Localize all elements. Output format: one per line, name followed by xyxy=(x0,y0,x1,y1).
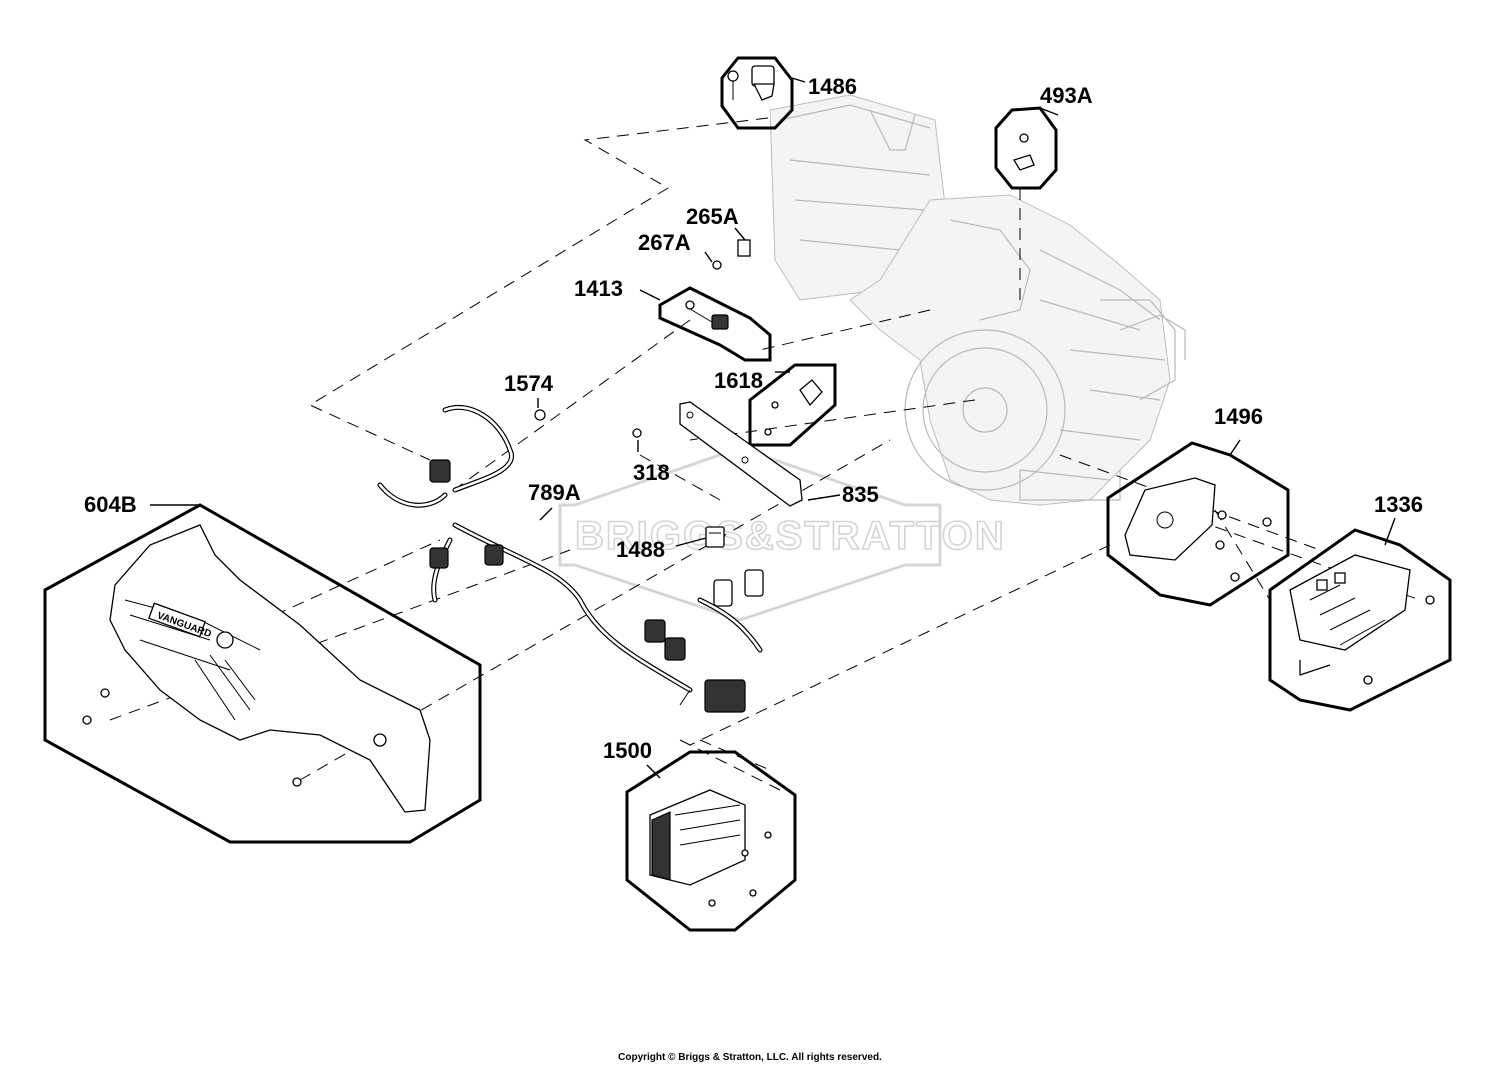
callout-835: 835 xyxy=(842,482,879,507)
part-604B-cover: VANGUARD xyxy=(43,503,482,844)
engine-ghost xyxy=(769,94,1186,506)
callout-318: 318 xyxy=(633,460,670,485)
callout-1496: 1496 xyxy=(1214,404,1263,429)
callout-493A: 493A xyxy=(1040,83,1093,108)
callout-1500: 1500 xyxy=(603,738,652,763)
callout-265A: 265A xyxy=(686,204,739,229)
callout-267A: 267A xyxy=(638,230,691,255)
leader-lines xyxy=(150,77,1396,779)
part-1500-ecu xyxy=(625,750,797,932)
part-835-bracket xyxy=(632,401,803,507)
callout-789A: 789A xyxy=(528,480,581,505)
watermark: BRIGGS&STRATTON xyxy=(558,446,1006,622)
callout-labels: 1486 493A 265A 267A 1413 1574 1618 318 7… xyxy=(84,74,1423,763)
part-1496-plate xyxy=(1106,441,1290,607)
part-1488-connector xyxy=(705,526,725,548)
part-1413-sensor xyxy=(658,286,772,362)
watermark-text: BRIGGS&STRATTON xyxy=(575,514,1006,558)
part-1574-nut xyxy=(534,409,546,421)
part-1486-sensor xyxy=(720,56,794,130)
callout-1574: 1574 xyxy=(504,371,554,396)
part-265A-267A xyxy=(712,239,751,270)
part-789A-harness xyxy=(377,404,764,713)
part-1336-shield xyxy=(1268,528,1452,712)
callout-1413: 1413 xyxy=(574,276,623,301)
part-493A-clip xyxy=(994,106,1058,190)
callout-1488: 1488 xyxy=(616,537,665,562)
callout-1486: 1486 xyxy=(808,74,857,99)
callout-604B: 604B xyxy=(84,492,137,517)
copyright-notice: Copyright © Briggs & Stratton, LLC. All … xyxy=(618,1052,882,1063)
callout-1618: 1618 xyxy=(714,368,763,393)
callout-1336: 1336 xyxy=(1374,492,1423,517)
